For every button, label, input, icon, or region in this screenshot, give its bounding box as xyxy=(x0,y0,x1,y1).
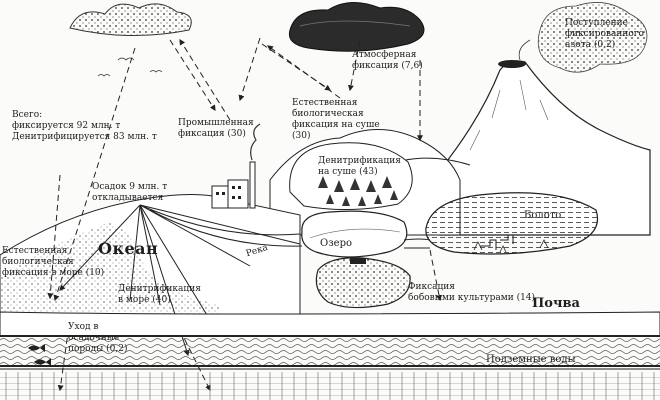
natural-land-fixation-label: Естественная биологическая фиксация на с… xyxy=(292,98,380,141)
factory-icon xyxy=(211,123,261,209)
volcano xyxy=(439,60,651,236)
legume-field xyxy=(315,257,411,309)
swamp-label: Болото xyxy=(524,210,562,221)
volcanic-input-label: Поступление фиксированного азота (0,2) xyxy=(565,18,644,50)
cloud-top xyxy=(288,2,425,52)
land-denitrification-label: Денитрификация на суше (43) xyxy=(318,156,401,177)
groundwater-layer xyxy=(0,338,660,370)
sea-denitrification-label: Денитрификация в море (40) xyxy=(118,284,201,305)
legume-fixation-label: Фиксация бобовыми культурами (14) xyxy=(408,282,536,303)
fish-icons xyxy=(28,344,51,366)
bird-icons xyxy=(97,57,163,77)
cloud-volcanic xyxy=(537,2,648,73)
ocean-label: Океан xyxy=(98,239,159,258)
sedimentary-rocks-label: Уход в осадочные породы (0,2) xyxy=(68,322,128,354)
bedrock xyxy=(0,372,660,400)
swamp xyxy=(425,192,598,255)
river xyxy=(139,204,303,247)
flow-arrows xyxy=(47,37,443,392)
cloud-left xyxy=(69,3,192,37)
total-fixation-label: Всего: фиксируется 92 млн. т Денитрифици… xyxy=(12,110,157,142)
natural-sea-fixation-label: Естественная биологическая фиксация в мо… xyxy=(2,246,105,278)
forest xyxy=(289,142,413,211)
lake xyxy=(301,210,408,258)
soil-layer xyxy=(0,311,660,337)
soil-label: Почва xyxy=(532,296,580,311)
sediment-label: Осадок 9 млн. т откладывается xyxy=(92,182,168,203)
industrial-fixation-label: Промышленная фиксация (30) xyxy=(178,118,254,139)
lake-label: Озеро xyxy=(320,238,352,249)
groundwater-label: Подземные воды xyxy=(486,354,576,365)
atmospheric-fixation-label: Атмосферная фиксация (7,6) xyxy=(352,50,423,71)
